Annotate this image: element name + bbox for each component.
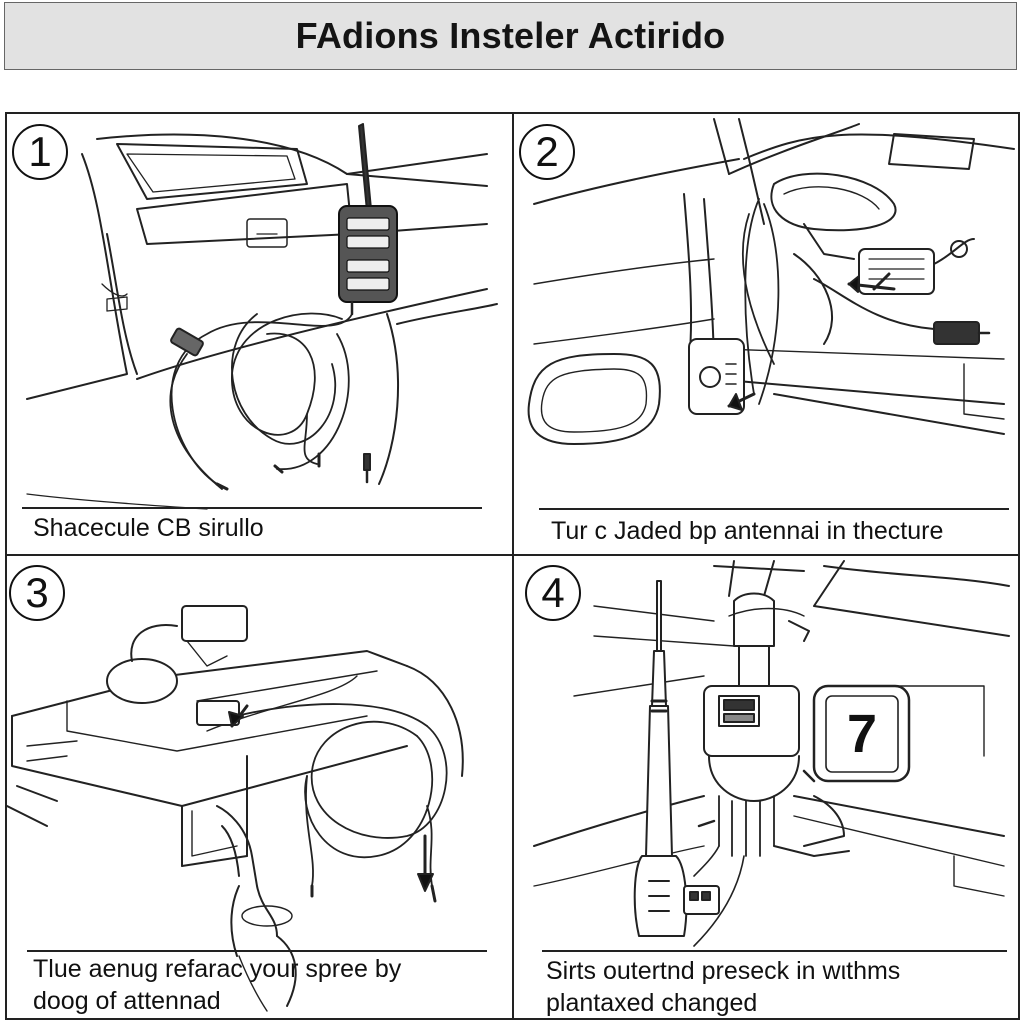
step-panel-4: 7 4 Sirts outertnd preseck in wιthms pla… (514, 556, 1018, 1018)
step-3-illustration (7, 605, 464, 1012)
connector-icon (170, 327, 371, 484)
title-banner: FAdions Insteler Actirido (4, 2, 1017, 70)
step-4-illustration (533, 560, 1010, 947)
step-3-caption: Tlue aenug refarac your spree by doog of… (33, 953, 401, 1017)
step-2-illustration (527, 118, 1015, 445)
step-panel-1: 1 Shacecule CB sirullo (7, 114, 512, 554)
step-4-number-badge: 4 (525, 565, 581, 621)
connector-icon (933, 321, 991, 345)
step-1-illustration (26, 123, 498, 510)
grid-vertical-divider (512, 112, 514, 1020)
step-3-caption-line-1: Tlue aenug refarac your spree by (33, 955, 402, 983)
step-1-caption-rule (22, 507, 482, 509)
step-4-caption-line-1: Sirts outertnd preseck in wιthms (546, 957, 901, 985)
coiled-cable-icon (236, 703, 448, 903)
cb-radio-icon (338, 123, 398, 316)
step-4-caption-rule (542, 950, 1007, 952)
step-panel-2: 2 Tur c Jaded bp antennai in thecture (514, 114, 1018, 554)
coiled-cable-icon (169, 312, 353, 491)
step-4-caption: Sirts outertnd preseck in wιthms plantax… (546, 955, 900, 1018)
step-2-caption-rule (539, 508, 1009, 510)
step-3-caption-rule (27, 950, 487, 952)
grid-horizontal-divider (5, 554, 1020, 556)
antenna-icon (633, 580, 688, 937)
step-2-caption: Tur c Jaded bp antennai in thecture (551, 517, 944, 545)
coiled-cable-icon (742, 198, 780, 405)
step-3-number-badge: 3 (9, 565, 65, 621)
connector-icon (683, 885, 720, 915)
step-1-number-badge: 1 (12, 124, 68, 180)
step-4-sign-number-text: 7 (846, 704, 878, 764)
arrow-icon (727, 272, 896, 411)
step-3-caption-line-2: doog of attennad (33, 987, 221, 1015)
step-4-caption-line-2: plantaxed changed (546, 989, 758, 1017)
step-2-number-badge: 2 (519, 124, 575, 180)
step-panel-3: 3 Tlue aenug refarac your spree by doog … (7, 556, 512, 1018)
step-1-caption: Shacecule CB sirullo (33, 514, 264, 542)
arrow-icon (228, 704, 434, 892)
page-title: FAdions Insteler Actirido (295, 15, 726, 56)
